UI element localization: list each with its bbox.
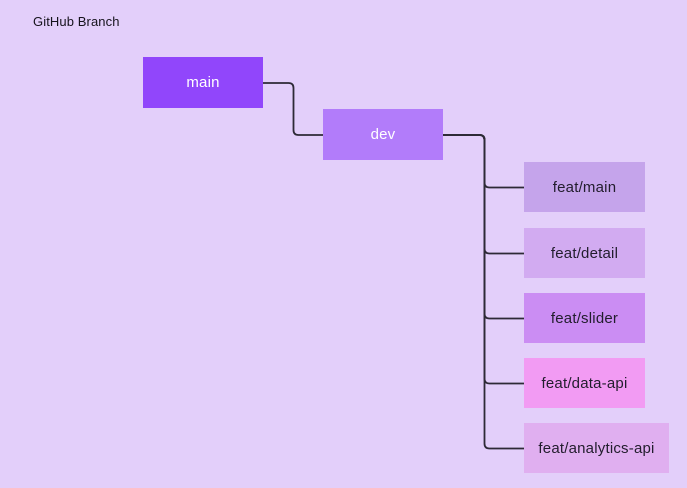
branch-node-feat-detail[interactable]: feat/detail [524, 228, 645, 278]
connector-dev-to-feat-detail [443, 134, 524, 255]
branch-node-feat-data-api[interactable]: feat/data-api [524, 358, 645, 408]
connector-dev-to-feat-main [443, 134, 524, 189]
branch-node-feat-analytics-api[interactable]: feat/analytics-api [524, 423, 669, 473]
branch-node-feat-slider[interactable]: feat/slider [524, 293, 645, 343]
branch-node-dev[interactable]: dev [323, 109, 443, 160]
branch-node-feat-main[interactable]: feat/main [524, 162, 645, 212]
connector-dev-to-feat-analytics-api [443, 134, 524, 450]
connector-dev-to-feat-data-api [443, 134, 524, 385]
branch-node-main[interactable]: main [143, 57, 263, 108]
connector-dev-to-feat-slider [443, 134, 524, 320]
diagram-title: GitHub Branch [33, 14, 120, 29]
connector-main-to-dev [263, 82, 323, 136]
